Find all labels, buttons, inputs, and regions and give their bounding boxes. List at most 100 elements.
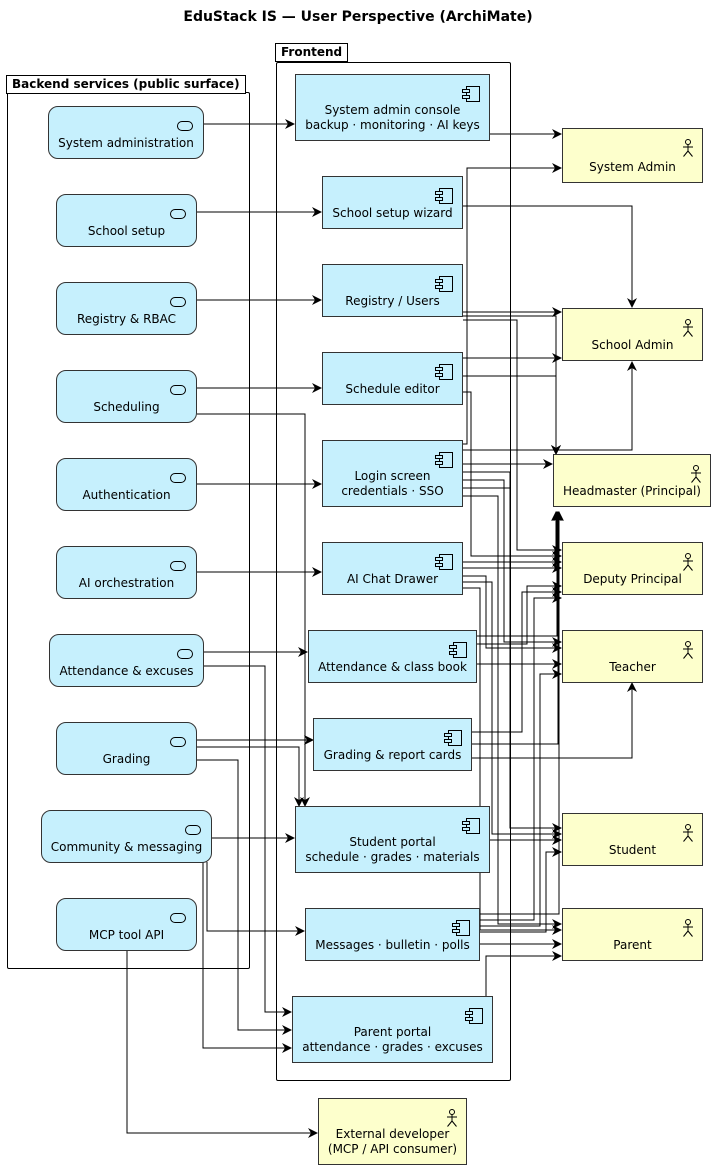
- component-icon: [444, 730, 462, 746]
- service-label: Authentication: [82, 488, 171, 502]
- service-icon: [170, 297, 186, 307]
- component-grading-report-cards[interactable]: Grading & report cards: [313, 718, 472, 771]
- service-label: Registry & RBAC: [76, 312, 177, 326]
- component-label: Login screen: [354, 469, 431, 483]
- edge-schedule-headmaster: [463, 375, 561, 455]
- component-icon: [435, 364, 453, 380]
- component-parent-portal[interactable]: Parent portal attendance · grades · excu…: [292, 996, 493, 1063]
- component-label: System admin console: [324, 103, 461, 117]
- service-grading[interactable]: Grading: [56, 722, 197, 775]
- service-attendance-excuses[interactable]: Attendance & excuses: [49, 634, 204, 687]
- service-label: AI orchestration: [78, 576, 175, 590]
- edge-login-schooladmin: [463, 361, 637, 451]
- edge-chat-student: [463, 581, 562, 839]
- service-label: Scheduling: [93, 400, 160, 414]
- edge-login-student: [463, 487, 562, 833]
- component-attendance-class-book[interactable]: Attendance & class book: [308, 630, 477, 683]
- component-messages-bulletin-polls[interactable]: Messages · bulletin · polls: [305, 908, 480, 961]
- edge-chat-parent: [463, 587, 562, 935]
- edge-login-sysadmin: [463, 163, 562, 445]
- service-label: Community & messaging: [50, 840, 203, 854]
- actor-student[interactable]: Student: [562, 813, 703, 866]
- actor-icon: [683, 824, 693, 842]
- actor-label: System Admin: [589, 160, 676, 174]
- edge-reportcards-deputy: [472, 587, 562, 733]
- actor-label: External developer: [335, 1127, 450, 1141]
- edge-chat-teacher: [463, 575, 562, 653]
- service-label: System administration: [58, 136, 194, 150]
- service-scheduling[interactable]: Scheduling: [56, 370, 197, 423]
- component-label: School setup wizard: [332, 206, 453, 220]
- actor-icon: [691, 465, 701, 483]
- service-authentication[interactable]: Authentication: [56, 458, 197, 511]
- edge-classbook-deputy: [477, 581, 562, 645]
- component-schedule-editor[interactable]: Schedule editor: [322, 352, 463, 405]
- edge-mcp-developer: [126, 951, 318, 1138]
- component-label: Messages · bulletin · polls: [315, 938, 470, 952]
- component-system-admin-console[interactable]: System admin console backup · monitoring…: [295, 74, 490, 141]
- service-icon: [170, 473, 186, 483]
- service-icon: [170, 913, 186, 923]
- component-sublabel: schedule · grades · materials: [305, 850, 480, 864]
- actor-icon: [683, 553, 693, 571]
- actor-sublabel: (MCP / API consumer): [327, 1142, 458, 1156]
- service-icon: [170, 209, 186, 219]
- actor-external-developer[interactable]: External developer (MCP / API consumer): [318, 1098, 467, 1165]
- edge-messages-headmaster: [480, 511, 564, 915]
- service-mcp-tool-api[interactable]: MCP tool API: [56, 898, 197, 951]
- actor-teacher[interactable]: Teacher: [562, 630, 703, 683]
- actor-label: Headmaster (Principal): [562, 484, 701, 498]
- component-label: Schedule editor: [345, 382, 440, 396]
- service-school-setup[interactable]: School setup: [56, 194, 197, 247]
- diagram-title: EduStack IS — User Perspective (ArchiMat…: [183, 9, 533, 25]
- component-ai-chat-drawer[interactable]: AI Chat Drawer: [322, 542, 463, 595]
- actor-headmaster[interactable]: Headmaster (Principal): [553, 454, 711, 507]
- actor-school-admin[interactable]: School Admin: [562, 308, 703, 361]
- backend-package-label: Backend services (public surface): [6, 75, 246, 94]
- service-icon: [170, 561, 186, 571]
- service-ai-orchestration[interactable]: AI orchestration: [56, 546, 197, 599]
- frontend-package-label: Frontend: [275, 43, 349, 62]
- edge-classbook-headmaster: [477, 511, 562, 637]
- component-label: Parent portal: [353, 1025, 432, 1039]
- edge-grading-studentportal: [197, 746, 304, 807]
- service-icon: [185, 825, 201, 835]
- actor-icon: [683, 139, 693, 157]
- edge-login-teacher: [463, 479, 562, 647]
- component-icon: [449, 642, 467, 658]
- component-label: Grading & report cards: [323, 748, 462, 762]
- edge-login-deputy: [463, 471, 562, 567]
- actor-label: Parent: [613, 938, 652, 952]
- component-registry-users[interactable]: Registry / Users: [322, 264, 463, 317]
- service-system-administration[interactable]: System administration: [48, 106, 204, 159]
- component-icon: [465, 1008, 483, 1024]
- edge-wizard-schooladmin: [463, 205, 637, 308]
- edge-messages-deputy: [480, 593, 562, 921]
- component-icon: [435, 188, 453, 204]
- edge-registry-headmaster: [463, 315, 561, 455]
- component-label: Registry / Users: [345, 294, 440, 308]
- edge-reportcards-teacher: [472, 682, 637, 759]
- actor-label: Teacher: [609, 660, 656, 674]
- edge-parentportal-parent: [485, 951, 562, 996]
- edge-grading-parentportal: [197, 759, 292, 1035]
- edge-login-parent: [463, 495, 562, 929]
- component-icon: [435, 554, 453, 570]
- actor-label: School Admin: [591, 338, 674, 352]
- component-student-portal[interactable]: Student portal schedule · grades · mater…: [295, 806, 490, 873]
- component-icon: [452, 920, 470, 936]
- service-icon: [170, 737, 186, 747]
- service-icon: [177, 649, 193, 659]
- service-community-messaging[interactable]: Community & messaging: [41, 810, 212, 863]
- component-icon: [462, 818, 480, 834]
- actor-deputy-principal[interactable]: Deputy Principal: [562, 542, 703, 595]
- actor-system-admin[interactable]: System Admin: [562, 128, 703, 183]
- actor-parent[interactable]: Parent: [562, 908, 703, 961]
- service-label: School setup: [87, 224, 166, 238]
- component-school-setup-wizard[interactable]: School setup wizard: [322, 176, 463, 229]
- actor-icon: [683, 641, 693, 659]
- component-login-screen[interactable]: Login screen credentials · SSO: [322, 440, 463, 507]
- component-icon: [435, 276, 453, 292]
- service-registry-rbac[interactable]: Registry & RBAC: [56, 282, 197, 335]
- component-icon: [435, 452, 453, 468]
